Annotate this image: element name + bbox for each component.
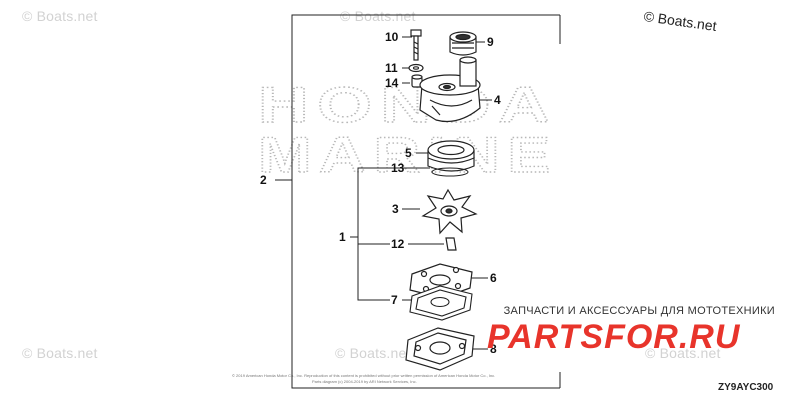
part-bolt bbox=[410, 29, 422, 61]
callout-2: 2 bbox=[260, 173, 267, 187]
brand-backdrop-line2: MARINE bbox=[258, 127, 558, 183]
callout-4: 4 bbox=[494, 93, 501, 107]
part-impeller bbox=[421, 188, 478, 235]
watermark-top-center: © Boats.net bbox=[340, 8, 416, 24]
part-pump-housing bbox=[419, 56, 481, 123]
callout-5: 5 bbox=[405, 146, 412, 160]
callout-10: 10 bbox=[385, 30, 399, 44]
callout-14: 14 bbox=[385, 76, 399, 90]
watermark-top-left: © Boats.net bbox=[22, 8, 98, 24]
part-base-gasket bbox=[405, 327, 475, 371]
part-grommet bbox=[449, 31, 477, 56]
callout-13: 13 bbox=[391, 161, 405, 175]
part-gasket-ring bbox=[431, 167, 469, 177]
callout-3: 3 bbox=[392, 202, 399, 216]
assembly-frame bbox=[291, 14, 561, 389]
part-washer bbox=[408, 63, 424, 73]
part-impeller-liner bbox=[427, 140, 475, 172]
callout-9: 9 bbox=[487, 35, 494, 49]
callout-8: 8 bbox=[490, 342, 497, 356]
bracket-item-1 bbox=[350, 167, 370, 301]
copyright-line-2: Parts diagram (c) 2004-2019 by ARI Netwo… bbox=[312, 379, 417, 384]
callout-12: 12 bbox=[391, 237, 405, 251]
callout-6: 6 bbox=[490, 271, 497, 285]
watermark-bottom-center: © Boats.net bbox=[335, 345, 411, 361]
diagram-code: ZY9AYC300 bbox=[718, 382, 774, 393]
watermark-bottom-right: © Boats.net bbox=[645, 345, 721, 361]
part-plate-gasket bbox=[409, 285, 473, 321]
callout-11: 11 bbox=[385, 61, 398, 75]
part-key bbox=[445, 237, 457, 251]
callout-7: 7 bbox=[391, 293, 398, 307]
brand-backdrop-line1: HONDA bbox=[258, 77, 558, 133]
callout-1: 1 bbox=[339, 230, 346, 244]
watermark-bottom-left: © Boats.net bbox=[22, 345, 98, 361]
promo-logo: PARTSFOR.RU bbox=[487, 318, 741, 356]
promo-tagline: ЗАПЧАСТИ И АКСЕССУАРЫ ДЛЯ МОТОТЕХНИКИ bbox=[503, 305, 775, 317]
copyright-line-1: © 2019 American Honda Motor Co., Inc. Re… bbox=[232, 373, 496, 378]
